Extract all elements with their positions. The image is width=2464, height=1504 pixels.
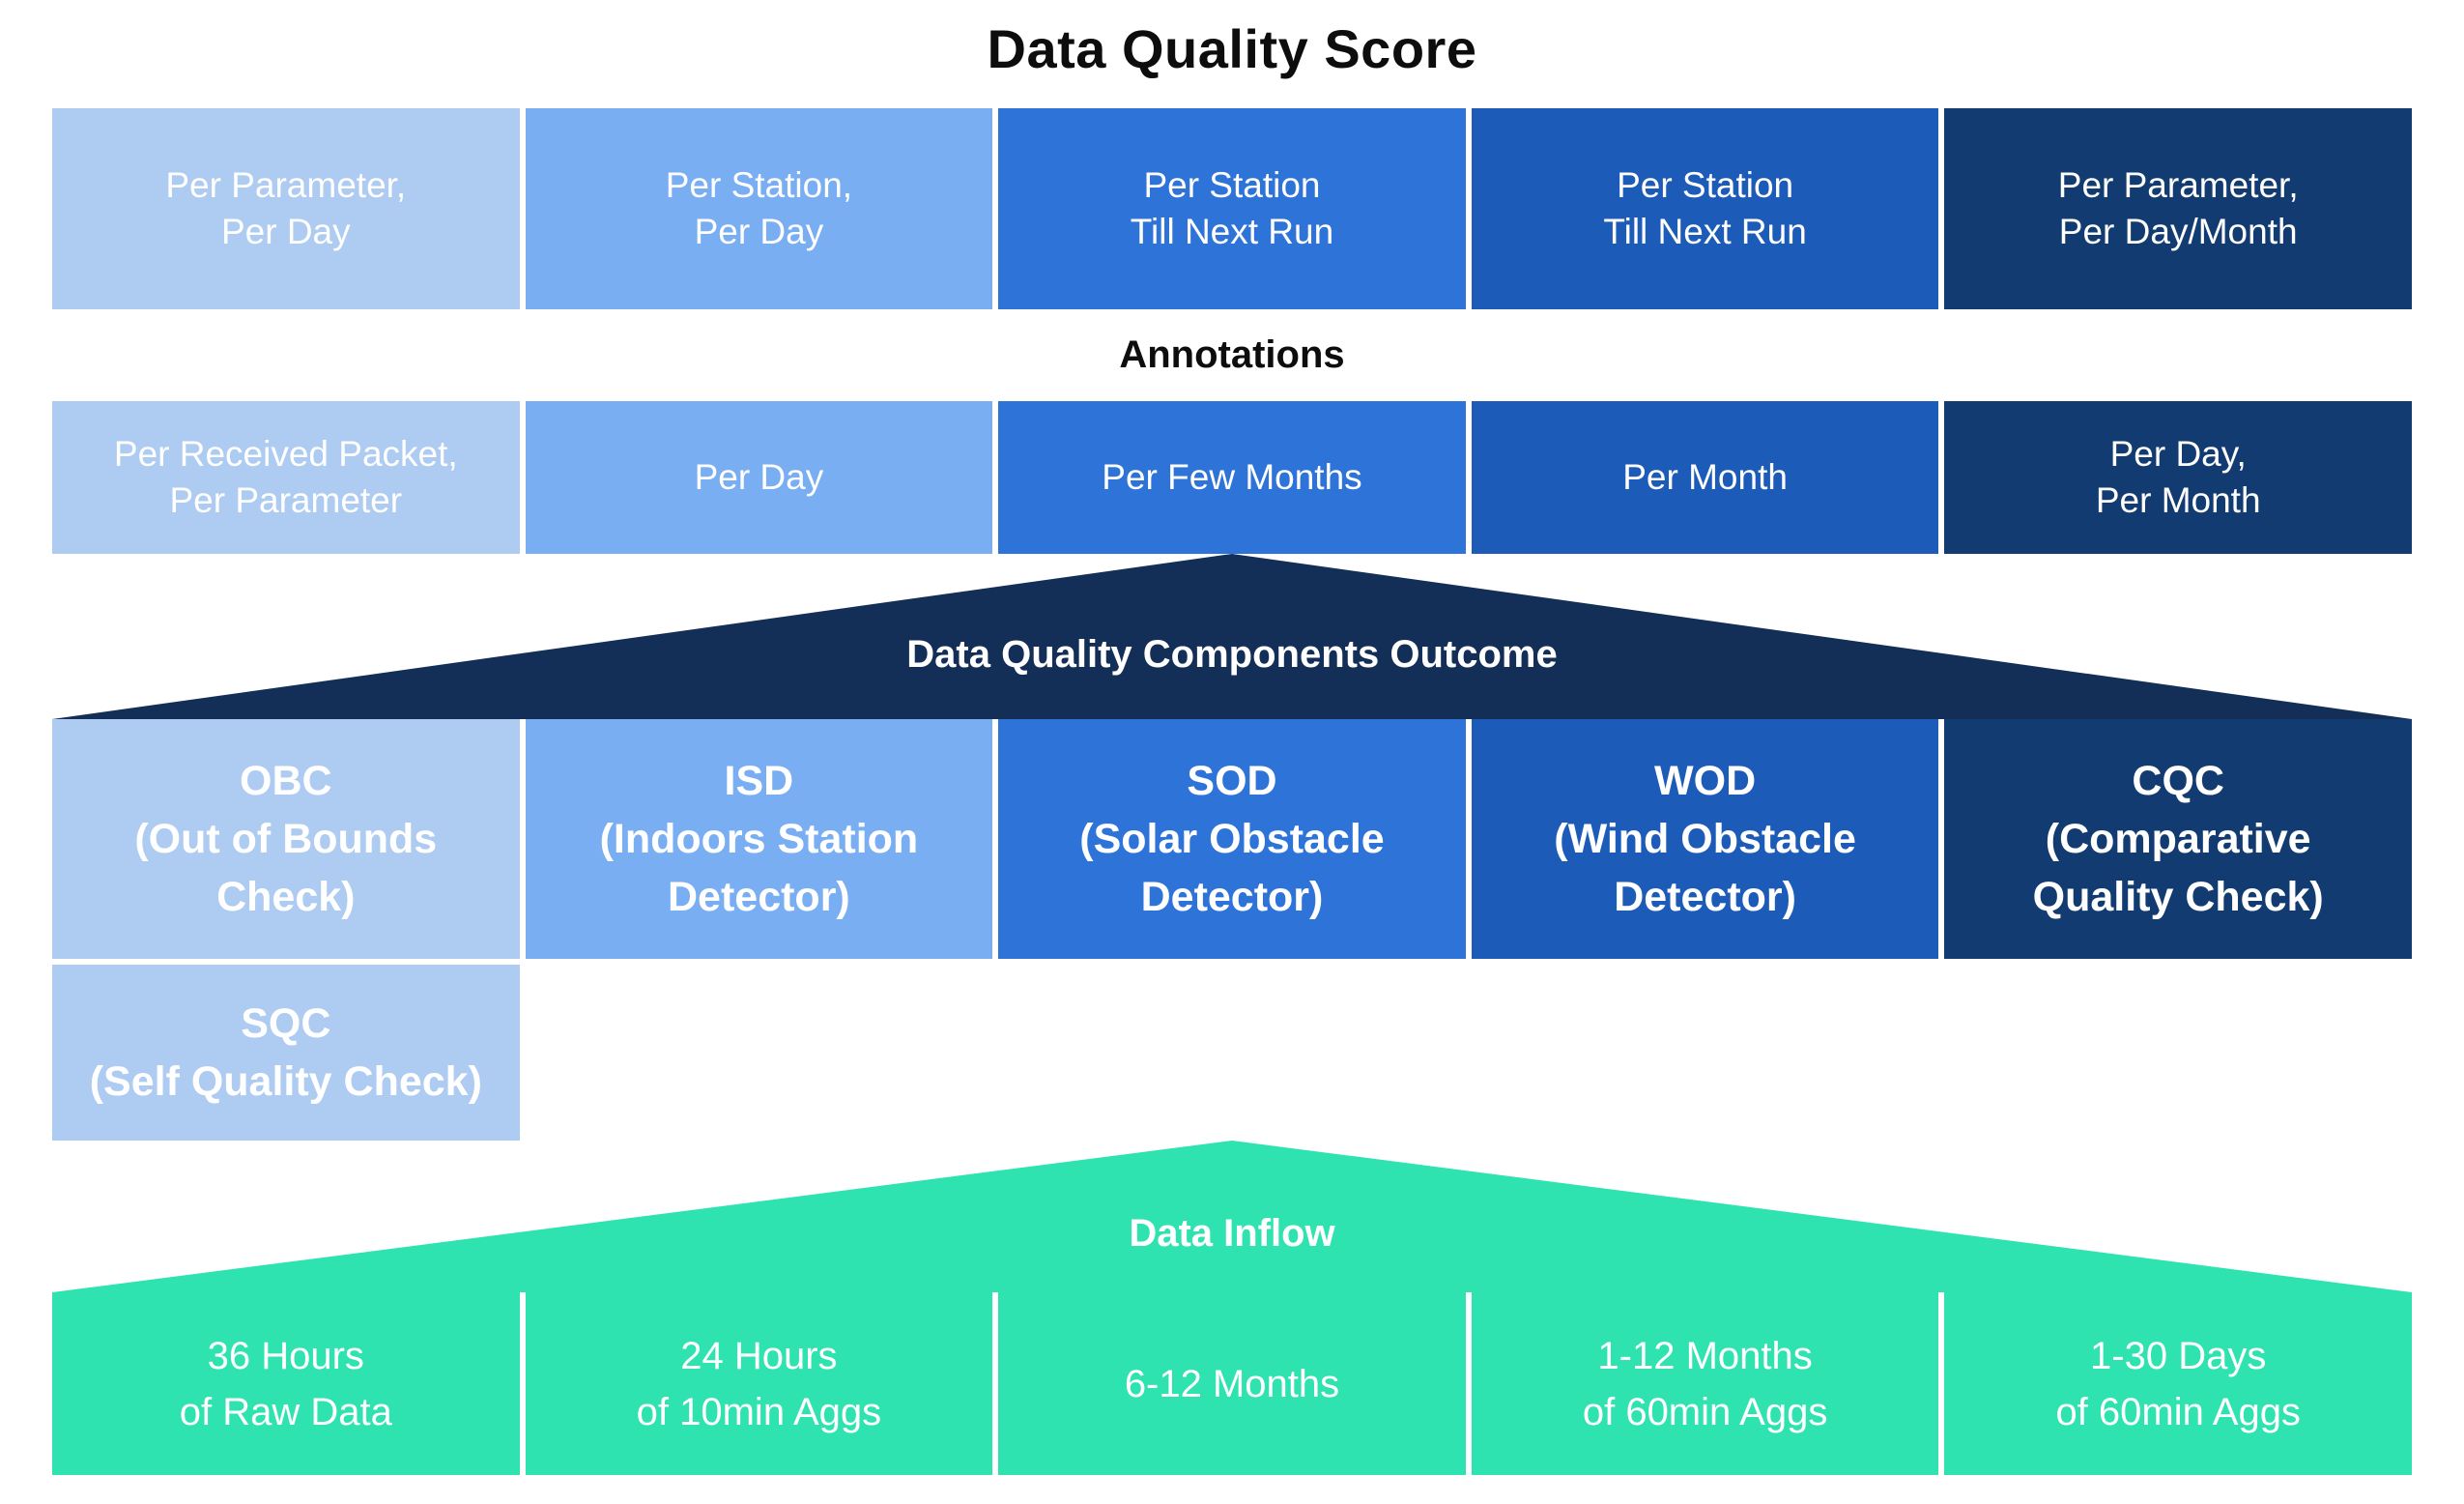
score-frequency-cell-4: Per Station Till Next Run bbox=[1471, 108, 1939, 309]
wod-box: WOD (Wind Obstacle Detector) bbox=[1471, 719, 1939, 959]
annotations-label: Annotations bbox=[1119, 333, 1345, 376]
annotations-cell-4: Per Month bbox=[1471, 401, 1939, 554]
isd-box: ISD (Indoors Station Detector) bbox=[525, 719, 993, 959]
components-row: OBC (Out of Bounds Check) ISD (Indoors S… bbox=[52, 719, 2412, 959]
sod-box: SOD (Solar Obstacle Detector) bbox=[998, 719, 1466, 959]
data-inflow-row: 36 Hours of Raw Data 24 Hours of 10min A… bbox=[52, 1292, 2412, 1475]
annotations-row: Per Received Packet, Per Parameter Per D… bbox=[52, 401, 2412, 554]
data-inflow-banner: Data Inflow bbox=[52, 1141, 2412, 1292]
sqc-row: SQC (Self Quality Check) bbox=[52, 965, 2412, 1141]
data-inflow-banner-label: Data Inflow bbox=[1129, 1212, 1335, 1255]
annotations-cell-1: Per Received Packet, Per Parameter bbox=[52, 401, 520, 554]
page-title: Data Quality Score bbox=[987, 18, 1477, 79]
annotations-cell-2: Per Day bbox=[525, 401, 993, 554]
annotations-cell-5: Per Day, Per Month bbox=[1944, 401, 2412, 554]
cqc-box: CQC (Comparative Quality Check) bbox=[1944, 719, 2412, 959]
inflow-cell-5: 1-30 Days of 60min Aggs bbox=[1944, 1292, 2412, 1475]
inflow-cell-3: 6-12 Months bbox=[998, 1292, 1466, 1475]
components-outcome-banner-label: Data Quality Components Outcome bbox=[906, 633, 1558, 676]
score-frequency-cell-5: Per Parameter, Per Day/Month bbox=[1944, 108, 2412, 309]
annotations-cell-3: Per Few Months bbox=[998, 401, 1466, 554]
score-frequency-cell-3: Per Station Till Next Run bbox=[998, 108, 1466, 309]
sqc-box: SQC (Self Quality Check) bbox=[52, 965, 520, 1141]
inflow-cell-4: 1-12 Months of 60min Aggs bbox=[1471, 1292, 1939, 1475]
inflow-cell-2: 24 Hours of 10min Aggs bbox=[525, 1292, 993, 1475]
score-frequency-cell-2: Per Station, Per Day bbox=[525, 108, 993, 309]
inflow-cell-1: 36 Hours of Raw Data bbox=[52, 1292, 520, 1475]
score-frequency-row: Per Parameter, Per Day Per Station, Per … bbox=[52, 108, 2412, 309]
obc-box: OBC (Out of Bounds Check) bbox=[52, 719, 520, 959]
score-frequency-cell-1: Per Parameter, Per Day bbox=[52, 108, 520, 309]
components-outcome-banner: Data Quality Components Outcome bbox=[52, 554, 2412, 719]
